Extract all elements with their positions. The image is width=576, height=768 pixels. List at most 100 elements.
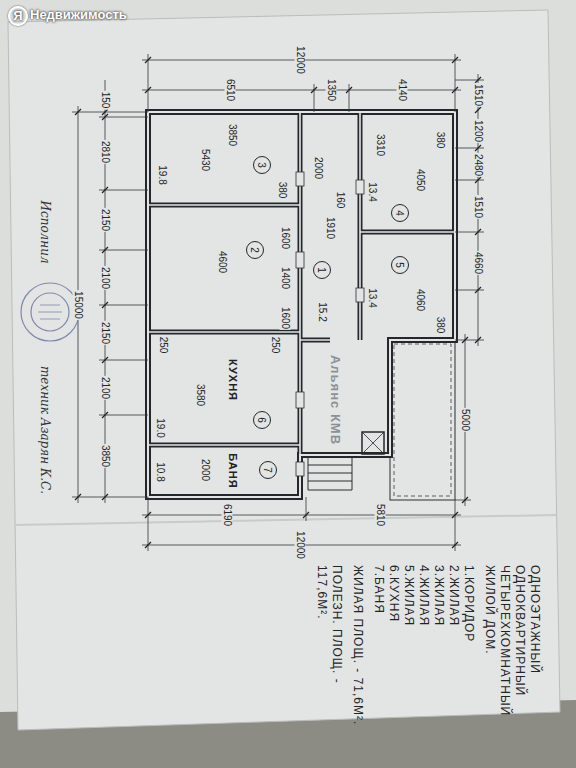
terrace-part <box>390 340 455 500</box>
dimension-label: 1400 <box>280 266 291 290</box>
dimension-label: 4050 <box>415 168 426 192</box>
doors-part <box>296 392 304 408</box>
dimension-label: 13.4 <box>367 181 378 202</box>
dimension-tick <box>475 287 481 293</box>
dimension-tick <box>102 187 108 193</box>
callout-text: 4 <box>395 210 406 216</box>
room-name: БАНЯ <box>227 453 238 488</box>
background-part <box>14 515 556 525</box>
room-list-item: 4.ЖИЛАЯ <box>416 565 431 735</box>
dimension-tick <box>145 87 151 93</box>
dimension-tick <box>475 229 481 235</box>
dimension-label: 2480 <box>473 153 484 177</box>
dimension-label: 2150 <box>100 321 111 345</box>
steps <box>308 457 352 490</box>
dimension-label: 2100 <box>100 376 111 400</box>
doors-part <box>296 172 304 186</box>
dimension-label: 4660 <box>473 251 484 275</box>
dimension-tick <box>102 114 108 120</box>
dimension-ticks <box>75 57 481 548</box>
walls-part <box>148 112 455 455</box>
dimension-label: 12000 <box>295 45 306 75</box>
dimension-label: 1600 <box>280 306 291 330</box>
dimension-label: 2000 <box>313 156 324 180</box>
watermark-logo: Я <box>8 6 28 26</box>
dimension-tick <box>303 512 309 518</box>
dimension-label: 3580 <box>195 383 206 407</box>
callout-text: 5 <box>395 262 406 268</box>
steps-part <box>308 457 352 490</box>
dimension-label: 12000 <box>295 530 306 560</box>
chimney-part <box>362 432 384 454</box>
dimension-label: 13.4 <box>367 287 378 308</box>
dimension-tick <box>102 247 108 253</box>
dimension-label: 250 <box>270 336 281 355</box>
dimension-tick <box>462 497 468 503</box>
dimension-tick <box>75 109 81 115</box>
walls-part <box>148 112 455 497</box>
dimension-label: 250 <box>158 336 169 355</box>
dimension-label: 15000 <box>73 290 84 320</box>
dimension-label: 2810 <box>100 140 111 164</box>
watermark-text: Альянс КМВ <box>328 355 343 445</box>
dimension-label: 4060 <box>415 288 426 312</box>
dimension-label: 6510 <box>225 78 236 102</box>
dimension-tick <box>452 542 458 548</box>
doors-part <box>296 252 304 268</box>
dimension-tick <box>452 87 458 93</box>
room-list-item: 7.БАНЯ <box>371 565 386 735</box>
walls-part <box>148 112 455 497</box>
dimension-tick <box>475 337 481 343</box>
signature-text: техник Азарян К.С. <box>38 366 52 494</box>
dimension-label: 4140 <box>397 78 408 102</box>
chimney-part <box>362 432 384 454</box>
dimension-label: 5810 <box>375 503 386 527</box>
dimension-label: 4600 <box>217 250 228 274</box>
dimension-label: 160 <box>335 191 346 210</box>
dimension-tick <box>475 107 481 113</box>
room-name: КУХНЯ <box>227 359 238 401</box>
walls <box>148 112 455 497</box>
dimension-label: 1910 <box>325 216 336 240</box>
callout-text: 6 <box>257 417 268 423</box>
area-summary: ЖИЛАЯ ПЛОЩ. - 71,6М². <box>350 565 365 735</box>
dimension-label: 19.0 <box>155 417 166 438</box>
dimension-lines-part <box>72 80 148 503</box>
dimension-lines-part <box>455 74 484 506</box>
dimension-tick <box>145 542 151 548</box>
callout-number: 1 <box>313 261 331 279</box>
dimension-tick <box>475 145 481 151</box>
dimension-label: 380 <box>435 131 446 150</box>
callout-text: 2 <box>250 247 261 253</box>
dimension-tick <box>102 302 108 308</box>
callout-text: 1 <box>317 267 328 273</box>
stamp <box>21 283 79 341</box>
dimension-label: 19.8 <box>157 164 168 185</box>
dimension-label: 15.2 <box>317 301 328 322</box>
dimension-lines <box>72 54 484 551</box>
dimension-label: 380 <box>277 181 288 200</box>
stamp-part <box>31 293 69 331</box>
dimension-label: 1510 <box>473 195 484 219</box>
dimension-label: 5000 <box>460 408 471 432</box>
callout-text: 7 <box>263 467 274 473</box>
doors <box>296 172 364 476</box>
dimension-tick <box>452 512 458 518</box>
dimension-label: 2000 <box>200 458 211 482</box>
signature-text: Исполнил <box>38 200 52 263</box>
dimension-tick <box>475 177 481 183</box>
dimension-tick <box>102 494 108 500</box>
dimension-tick <box>75 494 81 500</box>
dimension-tick <box>145 57 151 63</box>
watermark-text: Недвижимость <box>30 7 127 22</box>
dimension-label: 150 <box>100 91 111 110</box>
walls-part <box>148 112 455 455</box>
doors-part <box>356 288 364 302</box>
dimension-label: 2150 <box>100 208 111 232</box>
terrace <box>390 340 455 500</box>
room-list-item: 5.ЖИЛАЯ <box>401 565 416 735</box>
callout-number: 2 <box>246 241 264 259</box>
callout-text: 3 <box>257 162 268 168</box>
dimension-label: 2100 <box>100 266 111 290</box>
